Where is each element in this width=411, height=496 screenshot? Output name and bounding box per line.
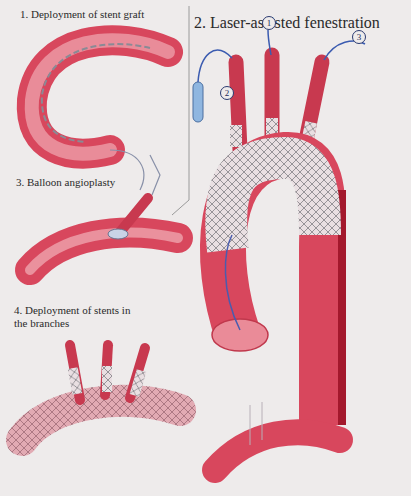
callout-number: 2 xyxy=(220,86,234,100)
step-title: 4. Deployment of stents in the branches xyxy=(14,304,144,329)
balloon-segment xyxy=(30,198,178,270)
step-title: 2. Laser-assisted fenestration xyxy=(194,14,380,32)
step-title: 3. Balloon angioplasty xyxy=(16,176,115,189)
callout-number: 1 xyxy=(262,16,276,30)
callout-number: 3 xyxy=(352,30,366,44)
stent-graft-arch xyxy=(32,40,168,195)
laser-catheters xyxy=(193,30,365,122)
step-title: 1. Deployment of stent graft xyxy=(20,8,144,21)
aortic-arch xyxy=(212,55,342,470)
branch-stents xyxy=(22,345,180,440)
panel-divider xyxy=(172,6,189,215)
